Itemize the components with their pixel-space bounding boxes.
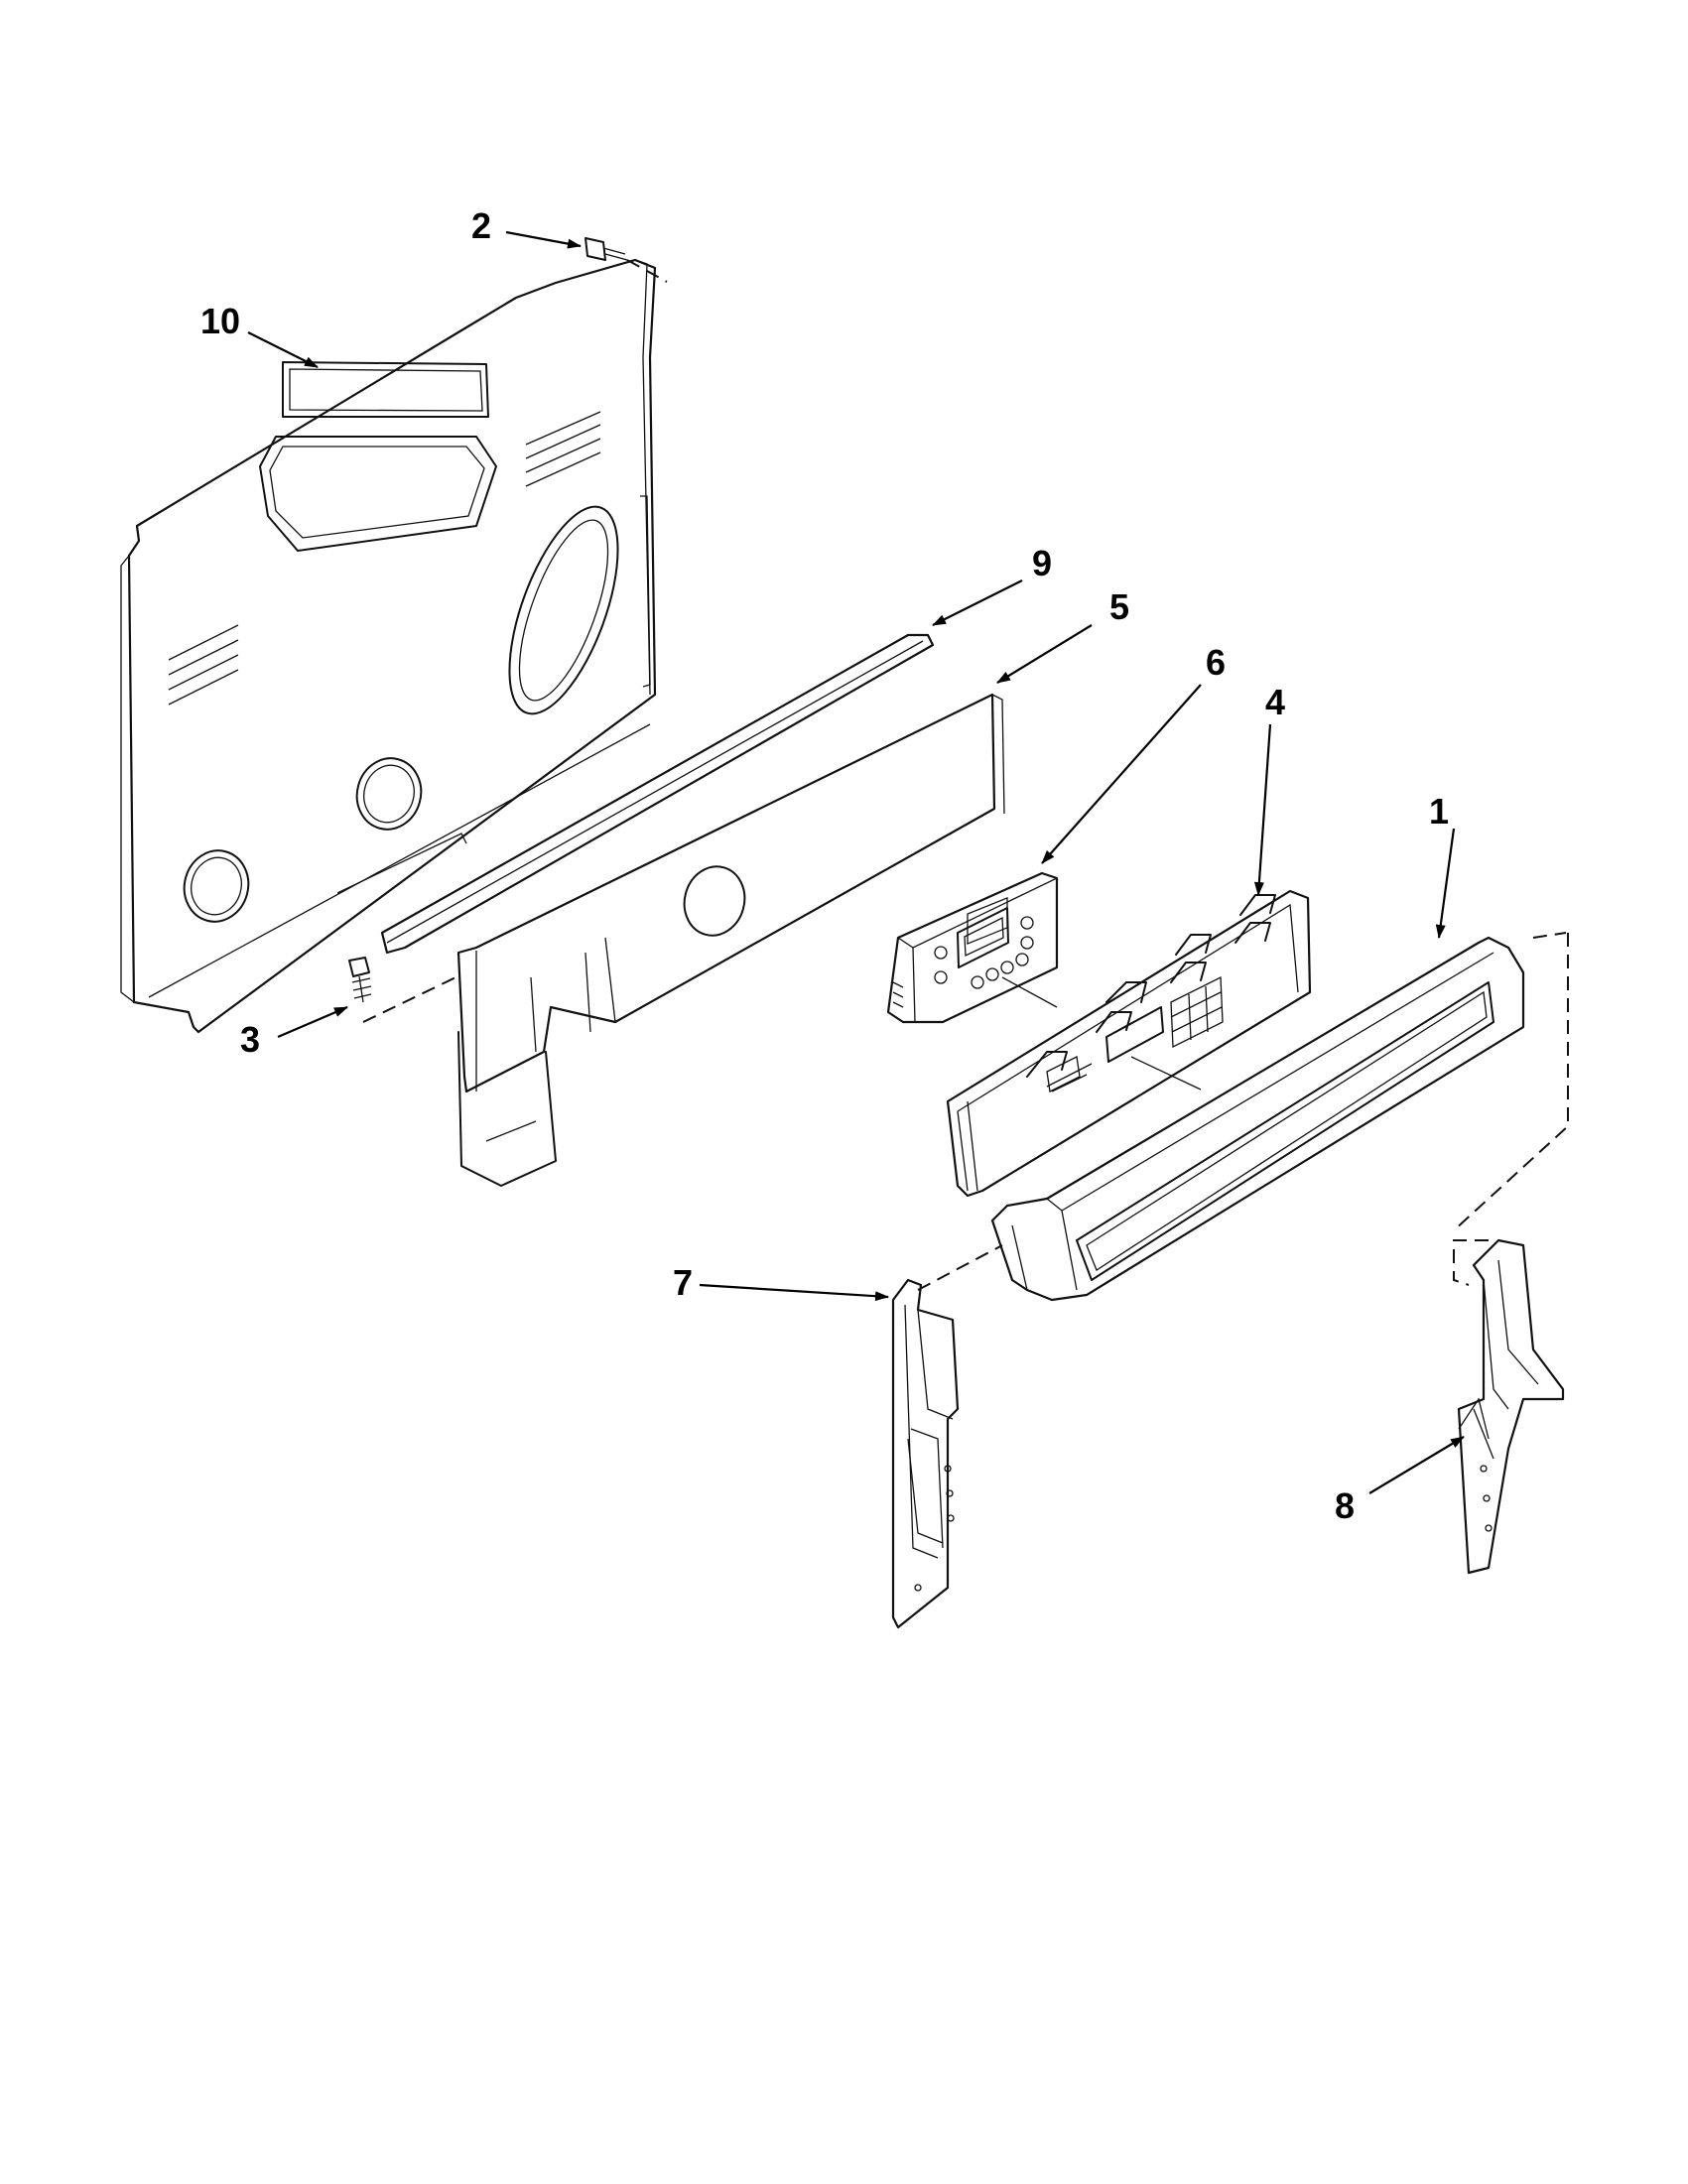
left-side-bracket-part bbox=[891, 1244, 1003, 1629]
callout-6: 6 bbox=[1206, 642, 1226, 683]
callout-3: 3 bbox=[240, 1019, 260, 1060]
leader-4 bbox=[1253, 723, 1272, 896]
leader-8 bbox=[1368, 1436, 1465, 1494]
rear-panel-part bbox=[120, 237, 668, 1034]
leader-7 bbox=[699, 1283, 889, 1302]
leader-3 bbox=[277, 1005, 348, 1039]
leader-9 bbox=[932, 579, 1023, 626]
callout-5: 5 bbox=[1109, 586, 1129, 627]
brace-part bbox=[380, 633, 935, 955]
callout-8: 8 bbox=[1335, 1485, 1355, 1526]
channel-part bbox=[456, 693, 1005, 1187]
callout-labels: 1 2 3 4 5 6 7 8 9 10 bbox=[200, 205, 1449, 1526]
leader-5 bbox=[996, 624, 1093, 684]
leader-10 bbox=[247, 331, 319, 368]
control-panel-part bbox=[946, 889, 1312, 1198]
callout-10: 10 bbox=[200, 301, 240, 341]
leader-1 bbox=[1435, 828, 1456, 939]
control-board-part bbox=[886, 871, 1059, 1024]
callout-7: 7 bbox=[673, 1262, 693, 1303]
callout-leaders bbox=[247, 230, 1465, 1494]
callout-2: 2 bbox=[471, 205, 491, 246]
leader-6 bbox=[1041, 684, 1202, 864]
right-side-bracket-part bbox=[1453, 932, 1569, 1575]
console-trim-part bbox=[990, 936, 1525, 1302]
callout-1: 1 bbox=[1429, 791, 1449, 832]
callout-9: 9 bbox=[1032, 543, 1052, 583]
callout-4: 4 bbox=[1265, 682, 1285, 722]
leader-2 bbox=[505, 230, 582, 249]
